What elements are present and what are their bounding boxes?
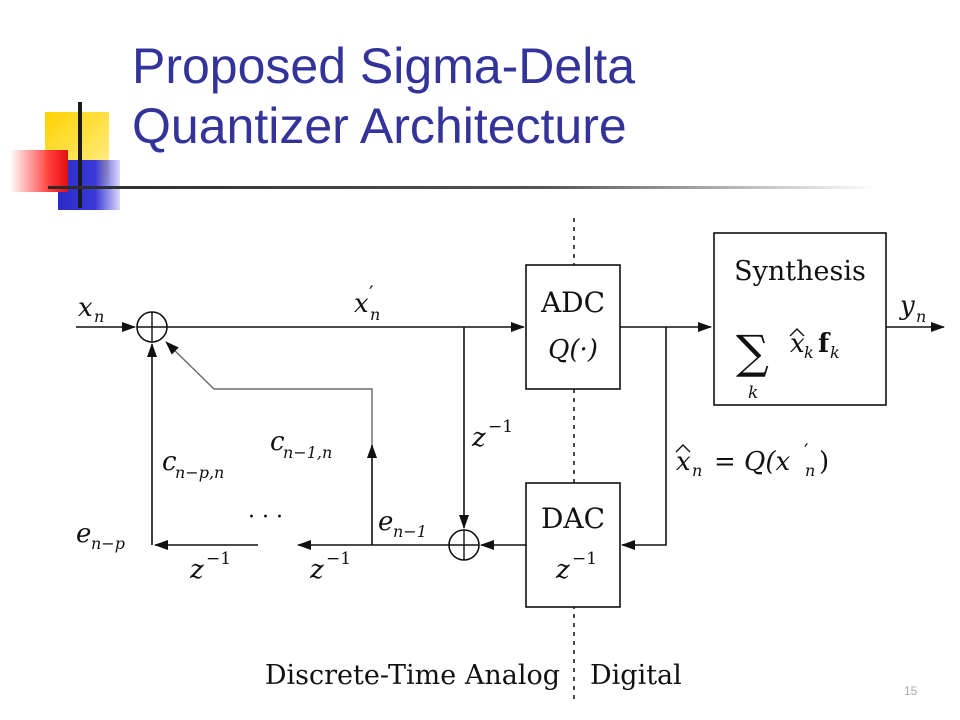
title-underline (48, 186, 878, 189)
label-delay-chain-ellipsis: · · · (248, 505, 283, 530)
synthesis-label: Synthesis (734, 256, 866, 287)
label-xprime-n: x ′ n (354, 281, 380, 324)
svg-text:x: x (354, 289, 369, 319)
summation-symbol: ∑ (736, 325, 769, 379)
decor-blue-square (58, 160, 120, 210)
signal-wires (76, 322, 945, 550)
wire-quantized-to-dac (621, 327, 667, 550)
label-input-xn: x n (78, 293, 104, 326)
svg-text:n: n (692, 461, 702, 480)
slide-title-line-1: Proposed Sigma-Delta (132, 38, 636, 94)
svg-text:c: c (270, 427, 285, 457)
svg-text:z: z (189, 555, 204, 585)
svg-text:y: y (899, 291, 915, 321)
dac-delay-z: z (555, 555, 570, 585)
dac-delay-exponent: −1 (572, 549, 597, 569)
label-delay-1: z −1 (309, 549, 351, 585)
domain-label-digital: Digital (590, 660, 682, 691)
svg-text:c: c (162, 447, 177, 477)
svg-text:′: ′ (804, 439, 809, 463)
adc-label: ADC (540, 286, 605, 319)
summing-node-top (136, 311, 168, 343)
page-number: 15 (904, 684, 918, 698)
label-error-n-minus-1: e n−1 (378, 507, 427, 541)
summing-node-bottom (448, 529, 480, 561)
summation-index: k (748, 383, 758, 403)
svg-text:−1: −1 (488, 417, 513, 437)
wire-tap-1-feedback-to-sum (165, 341, 373, 445)
svg-text:−1: −1 (206, 549, 231, 569)
svg-text:n−p,n: n−p,n (175, 463, 224, 482)
label-delay-p: z −1 (189, 549, 231, 585)
decor-red-square (10, 150, 68, 192)
label-coeff-n-minus-1: c n−1,n (270, 427, 332, 462)
dac-label: DAC (541, 502, 605, 535)
label-delay-mid: z −1 (471, 417, 513, 453)
domain-label-analog: Discrete-Time Analog (265, 660, 560, 691)
synthesis-frame-subscript: k (830, 343, 840, 362)
svg-text:z: z (471, 423, 486, 453)
synthesis-frame-f: f (818, 329, 831, 359)
svg-text:n: n (94, 307, 104, 326)
slide-title: Proposed Sigma-Delta Quantizer Architect… (132, 36, 635, 156)
adc-block: ADC Q(·) (525, 264, 621, 390)
svg-text:n−p: n−p (91, 534, 125, 553)
label-output-yn: y n (899, 291, 926, 326)
svg-text:n: n (370, 305, 380, 324)
svg-text:n−1: n−1 (393, 522, 427, 541)
label-error-n-minus-p: e n−p (76, 519, 125, 553)
svg-text:z: z (309, 555, 324, 585)
svg-text:′: ′ (369, 281, 374, 305)
label-quantized-equation: x n = Q(x ′ n ) (675, 439, 829, 480)
svg-text:= Q(x: = Q(x (714, 447, 791, 477)
label-coeff-n-minus-p: c n−p,n (162, 447, 224, 482)
svg-text:): ) (819, 447, 829, 477)
svg-text:n: n (916, 307, 926, 326)
slide-title-line-2: Quantizer Architecture (132, 98, 627, 154)
adc-quantizer-function: Q(·) (548, 335, 598, 365)
svg-text:x: x (78, 293, 93, 323)
synthesis-xhat-subscript: k (804, 343, 814, 362)
synthesis-xhat: x (790, 329, 805, 359)
decor-vertical-bar (78, 102, 82, 208)
svg-text:e: e (76, 519, 91, 549)
synthesis-xhat-hat (789, 328, 805, 337)
svg-text:n−1,n: n−1,n (283, 443, 332, 462)
dac-block: DAC z −1 (525, 482, 621, 608)
svg-text:−1: −1 (326, 549, 351, 569)
svg-text:x: x (676, 447, 691, 477)
synthesis-block: Synthesis ∑ k x k f k (713, 232, 887, 406)
svg-text:e: e (378, 507, 393, 537)
svg-text:n: n (805, 461, 815, 480)
